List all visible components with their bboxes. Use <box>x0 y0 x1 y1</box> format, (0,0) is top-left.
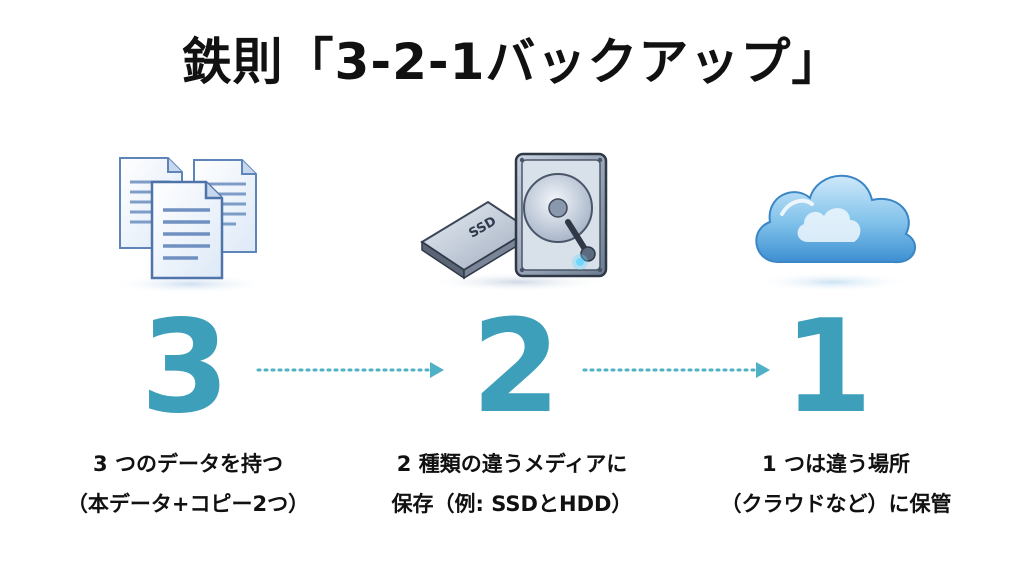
caption-step-2-line1: 2 種類の違うメディアに <box>396 452 628 476</box>
step-number-2: 2 <box>471 293 561 442</box>
caption-step-1-line2: （クラウドなど）に保管 <box>720 492 952 516</box>
hdd-drive <box>514 152 608 278</box>
caption-step-3-line2: （本データ+コピー2つ） <box>66 492 310 516</box>
document-front <box>150 180 224 280</box>
caption-step-1-line1: 1 つは違う場所 <box>762 452 910 476</box>
page-title: 鉄則「3-2-1バックアップ」 <box>181 33 843 91</box>
arrow-step1-to-step2 <box>256 362 444 378</box>
caption-step-2: 2 種類の違うメディアに 保存（例: SSDとHDD） <box>352 444 672 524</box>
arrow-step2-to-step3 <box>582 362 770 378</box>
caption-step-3-line1: 3 つのデータを持つ <box>93 452 283 476</box>
documents-icon <box>110 157 270 294</box>
ssd-drive: SSD <box>420 200 532 280</box>
storage-drives-icon: SSD <box>420 152 610 292</box>
caption-step-3: 3 つのデータを持つ （本データ+コピー2つ） <box>28 444 348 524</box>
cloud-icon <box>753 174 917 292</box>
caption-step-1: 1 つは違う場所 （クラウドなど）に保管 <box>676 444 996 524</box>
caption-step-2-line2: 保存（例: SSDとHDD） <box>391 492 633 516</box>
step-number-1: 1 <box>783 293 873 442</box>
step-number-3: 3 <box>140 293 230 442</box>
